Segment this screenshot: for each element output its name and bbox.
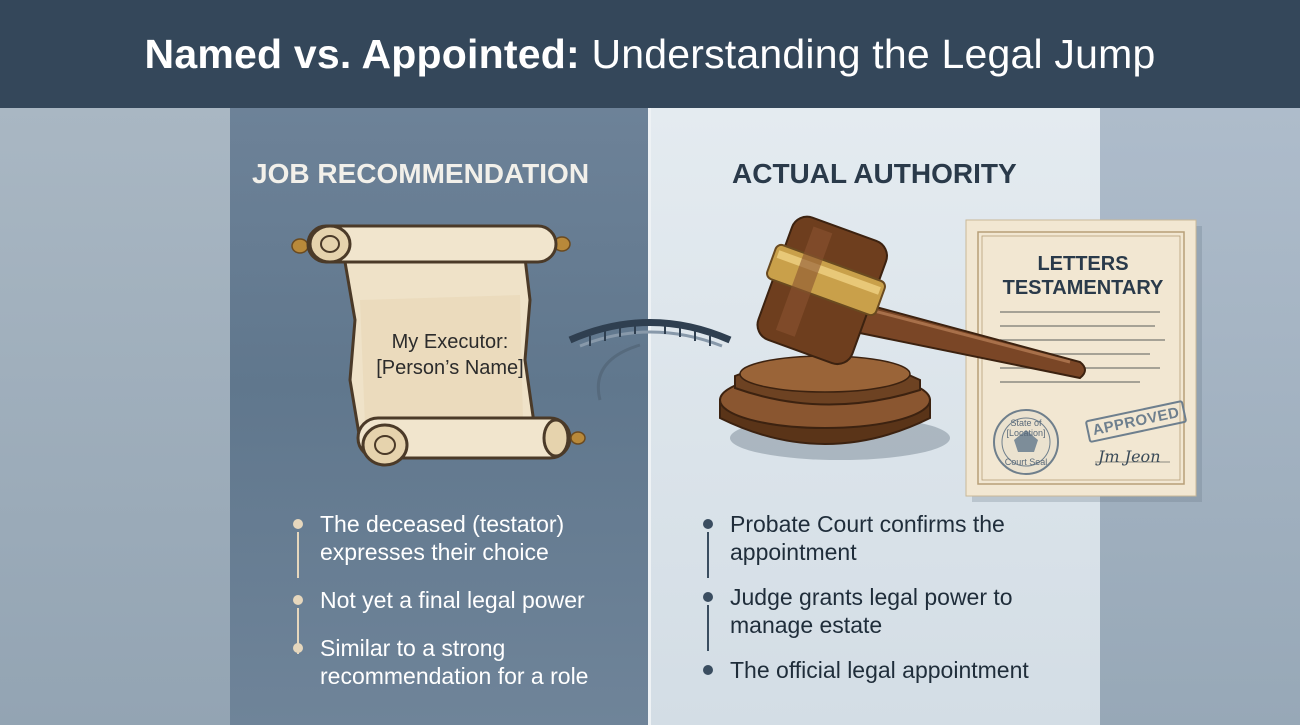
signature: Jm Jeon [1098, 447, 1161, 466]
background-left [0, 108, 230, 725]
document-title-line1: LETTERS [1037, 253, 1129, 275]
scroll-label-line2: [Person’s Name] [376, 357, 524, 379]
bridge-icon [568, 319, 732, 401]
seal-icon [993, 409, 1059, 475]
page-title: Named vs. Appointed: Understanding the L… [145, 31, 1156, 78]
list-item: Not yet a final legal power [290, 586, 640, 654]
list-item: Probate Court confirms the appointment [700, 510, 1100, 578]
gavel-icon [719, 215, 1086, 460]
right-panel-heading: ACTUAL AUTHORITY [732, 158, 1017, 189]
seal-bottom-text: Court Seal [1004, 457, 1048, 467]
document-title-line2: TESTAMENTARY [1002, 277, 1164, 299]
list-item: Judge grants legal power to manage estat… [700, 583, 1100, 651]
left-panel-heading: JOB RECOMMENDATION [252, 158, 590, 189]
panel-divider [648, 108, 651, 725]
scroll-icon [291, 224, 586, 467]
title-regular: Understanding the Legal Jump [591, 30, 1156, 77]
list-item: Similar to a strong recommendation for a… [290, 634, 640, 690]
scroll-label-line1: My Executor: [391, 331, 509, 353]
list-item: The deceased (testator) expresses their … [290, 510, 640, 578]
header-bar: Named vs. Appointed: Understanding the L… [0, 0, 1300, 108]
right-bullet-list: Probate Court confirms the appointment J… [700, 510, 1100, 701]
left-bullet-list: The deceased (testator) expresses their … [290, 510, 640, 710]
seal-top-text: State of [Location] [1006, 418, 1046, 438]
list-item: The official legal appointment [700, 656, 1100, 684]
title-bold: Named vs. Appointed: [144, 30, 580, 77]
